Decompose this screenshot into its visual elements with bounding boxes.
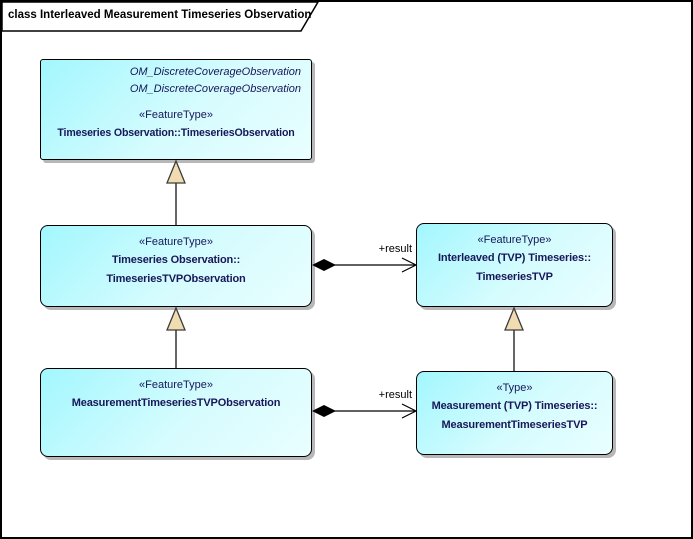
spacer xyxy=(41,98,311,106)
inherited-class-label: OM_DiscreteCoverageObservation xyxy=(129,66,301,78)
class-name-label: TimeseriesTVPObservation xyxy=(106,273,246,285)
class-name-label: Interleaved (TVP) Timeseries:: xyxy=(437,252,592,264)
class-node-timeseries-tvp-observation[interactable]: «FeatureType» Timeseries Observation:: T… xyxy=(40,225,312,307)
open-arrowhead-icon xyxy=(401,257,418,273)
generalization-connector-measurement-obs-to-tvpobservation[interactable] xyxy=(166,306,186,368)
composition-diamond-icon xyxy=(312,259,336,271)
class-name-label: TimeseriesTVP xyxy=(476,271,553,283)
class-node-timeseries-tvp[interactable]: «FeatureType» Interleaved (TVP) Timeseri… xyxy=(416,223,613,307)
class-name-label: Measurement (TVP) Timeseries:: xyxy=(431,400,598,412)
stereotype-label: «Type» xyxy=(496,382,533,394)
class-name-label: MeasurementTimeseriesTVPObservation xyxy=(71,397,281,409)
inherited-class-label: OM_DiscreteCoverageObservation xyxy=(129,83,301,95)
stereotype-label: «FeatureType» xyxy=(139,236,213,248)
class-node-measurement-timeseries-tvp[interactable]: «Type» Measurement (TVP) Timeseries:: Me… xyxy=(416,371,613,455)
generalization-triangle-icon xyxy=(504,306,524,331)
composition-connector-result-bottom[interactable] xyxy=(312,403,418,419)
class-name-label: Timeseries Observation::TimeseriesObserv… xyxy=(57,127,295,139)
generalization-connector-tvpobservation-to-observation[interactable] xyxy=(166,159,186,225)
generalization-triangle-icon xyxy=(166,159,186,184)
composition-connector-result-top[interactable] xyxy=(312,257,418,273)
stereotype-label: «FeatureType» xyxy=(139,109,213,121)
open-arrowhead-icon xyxy=(401,403,418,419)
class-node-timeseries-observation[interactable]: OM_DiscreteCoverageObservation OM_Discre… xyxy=(40,59,312,160)
class-name-label: MeasurementTimeseriesTVP xyxy=(441,419,588,431)
diagram-frame-title[interactable]: class Interleaved Measurement Timeseries… xyxy=(8,9,312,21)
stereotype-label: «FeatureType» xyxy=(477,234,552,246)
class-name-label: Timeseries Observation:: xyxy=(111,254,241,266)
composition-diamond-icon xyxy=(312,405,336,417)
connector-role-label-result-bottom: +result xyxy=(378,389,412,401)
connector-role-label-result-top: +result xyxy=(378,243,412,255)
generalization-triangle-icon xyxy=(166,306,186,331)
class-node-measurement-timeseries-tvp-observation[interactable]: «FeatureType» MeasurementTimeseriesTVPOb… xyxy=(40,368,312,457)
stereotype-label: «FeatureType» xyxy=(139,379,213,391)
generalization-connector-measurement-tvp-to-timeseries-tvp[interactable] xyxy=(504,306,524,371)
